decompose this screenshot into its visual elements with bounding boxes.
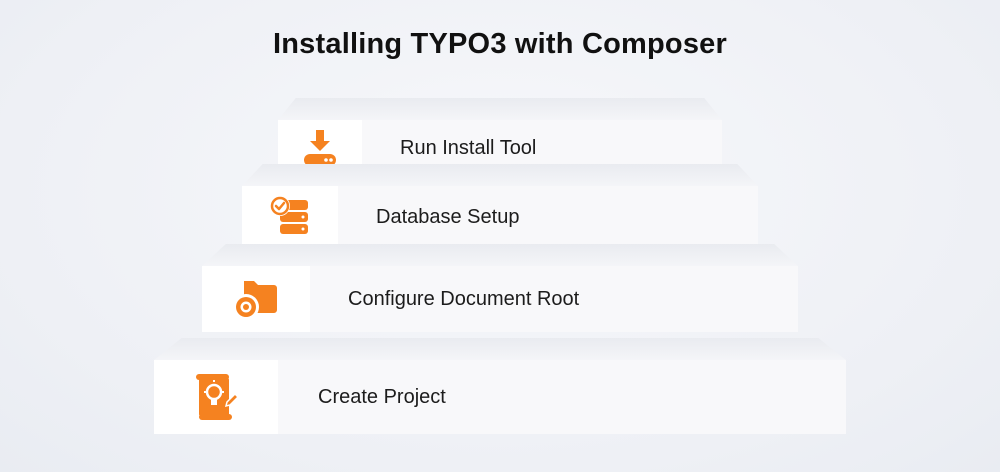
step-label: Create Project: [278, 360, 846, 434]
step-icon-box: [154, 360, 278, 434]
database-check-icon: [268, 196, 312, 238]
folder-gear-icon: [232, 277, 280, 321]
step-icon-box: [202, 266, 310, 332]
step-top-face: [202, 244, 798, 266]
step-label-text: Run Install Tool: [400, 136, 537, 159]
diagram-title: Installing TYPO3 with Composer: [273, 28, 727, 60]
step-label-text: Configure Document Root: [348, 287, 580, 310]
idea-document-icon: [191, 372, 241, 422]
step-label: Database Setup: [338, 186, 758, 248]
step-configure-document-root: Configure Document Root: [202, 244, 798, 332]
step-icon-box: [242, 186, 338, 248]
step-database-setup: Database Setup: [242, 164, 758, 248]
step-create-project: Create Project: [154, 338, 846, 434]
step-top-face: [242, 164, 758, 186]
step-label-text: Create Project: [318, 385, 446, 408]
download-drive-icon: [301, 128, 339, 168]
step-label: Configure Document Root: [310, 266, 798, 332]
step-top-face: [278, 98, 722, 120]
step-label-text: Database Setup: [376, 205, 520, 228]
step-top-face: [154, 338, 846, 360]
